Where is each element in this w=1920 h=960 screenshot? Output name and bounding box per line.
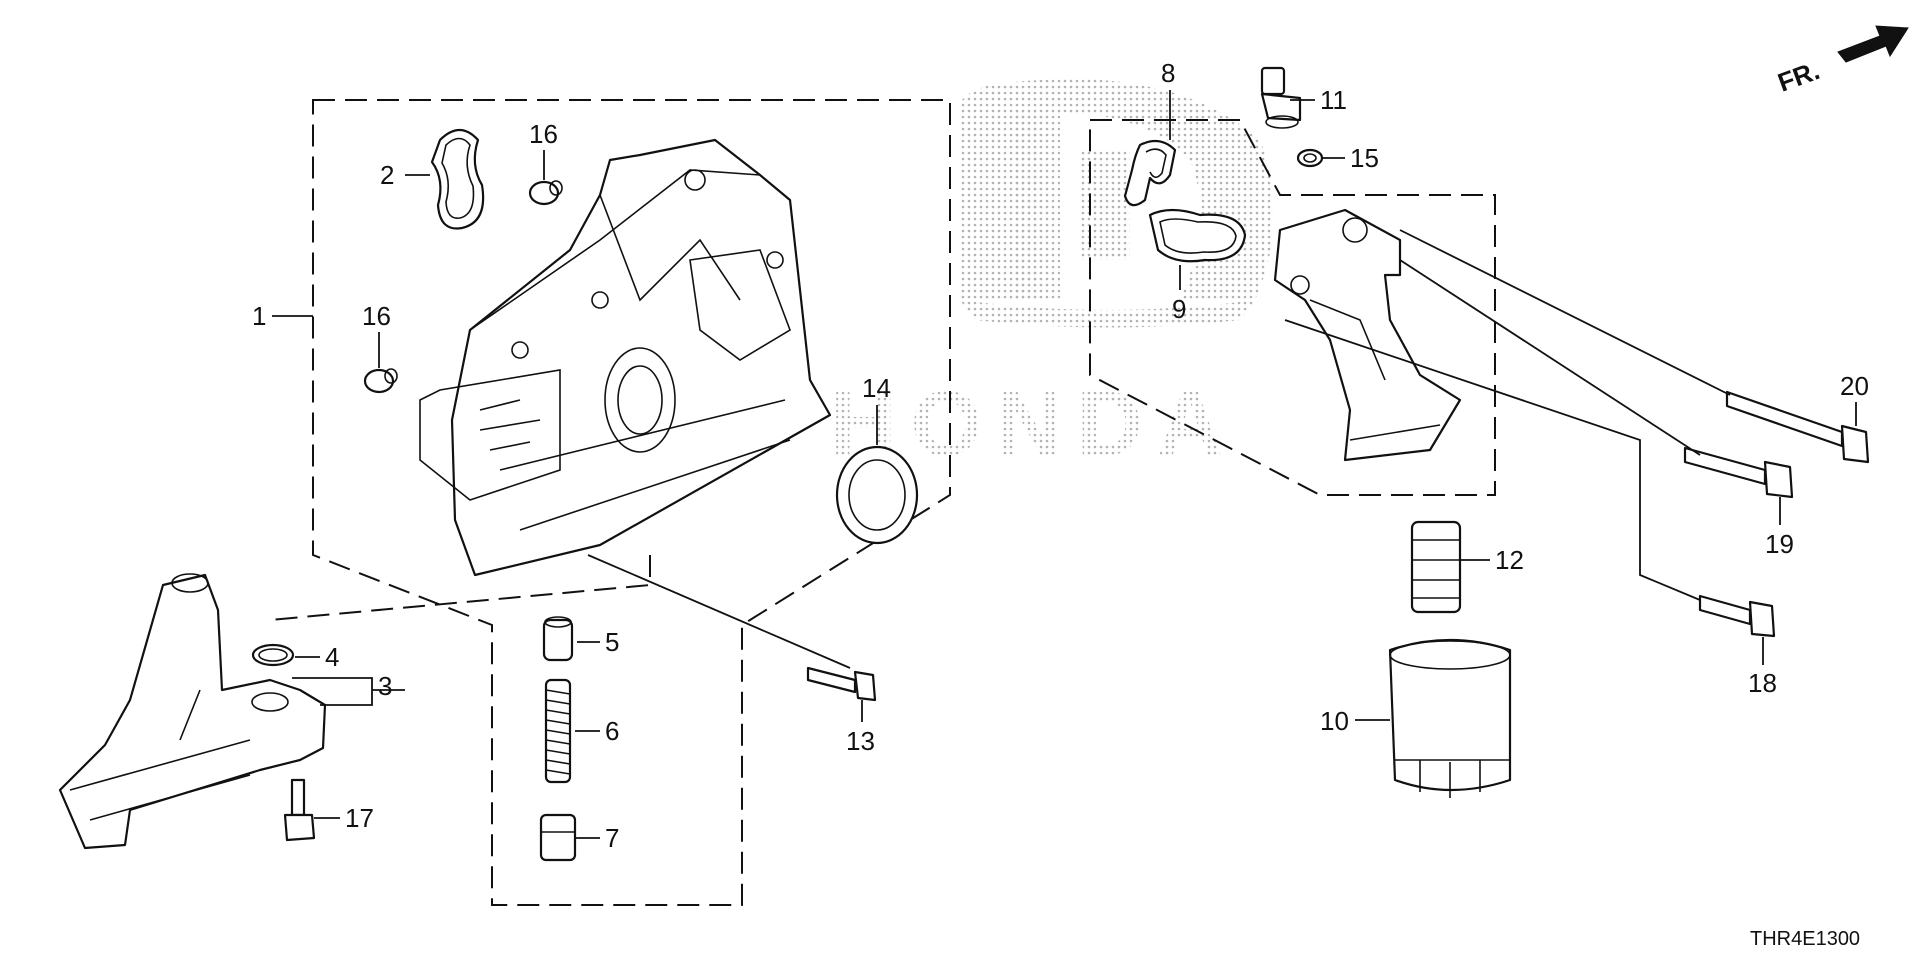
o-ring-part [251,643,295,667]
gasket-9-part [1148,208,1247,263]
oil-filter-part [1388,638,1512,798]
callout-17: 17 [345,803,374,833]
callout-4: 4 [325,642,339,672]
oil-pump-cover-part [419,138,832,577]
bolt-19-part [1683,446,1794,499]
callout-16-upper: 16 [529,119,558,149]
plug-part [539,813,577,862]
washer-part [1296,148,1324,168]
callout-5: 5 [605,627,619,657]
callout-13: 13 [846,726,875,756]
oil-filter-housing-part [1273,208,1462,462]
callout-12: 12 [1495,545,1524,575]
front-arrow-icon [1837,25,1909,63]
callout-11: 11 [1320,85,1347,115]
callout-14: 14 [862,373,891,403]
callout-9: 9 [1172,294,1186,324]
dowel-pin-upper-part [528,180,563,206]
callout-3: 3 [378,671,392,701]
bolt-20-part [1725,390,1870,464]
callout-20: 20 [1840,371,1869,401]
callout-16-lower: 16 [362,301,391,331]
group-boundary-strainer-link [269,555,651,621]
callout-labels: 1 2 3 4 5 6 7 8 9 10 11 12 13 14 15 16 1… [252,58,1869,853]
callout-2: 2 [380,160,394,190]
dowel-pin-lower-part [363,368,398,394]
callout-8: 8 [1161,58,1175,88]
oil-strainer-part [58,573,327,850]
relief-valve-part [542,616,574,662]
bolt-17-part [283,778,316,842]
oil-seal-part [835,445,919,545]
bolt-18-part [1698,594,1776,638]
gasket-part [430,128,485,230]
callout-19: 19 [1765,529,1794,559]
callout-15: 15 [1350,143,1379,173]
fr-label: FR. [1774,55,1824,98]
callout-18: 18 [1748,668,1777,698]
front-direction-indicator: FR. [1774,25,1909,98]
bolt-13-part [806,666,877,702]
callout-7: 7 [605,823,619,853]
callout-10: 10 [1320,706,1349,736]
drawing-code: THR4E1300 [1750,928,1860,950]
threaded-joint-part [1410,520,1462,614]
oil-pressure-sensor-part [1260,66,1302,129]
gasket-8-part [1123,139,1177,207]
honda-watermark: HONDA [830,79,1274,475]
callout-1: 1 [252,301,266,331]
leader-lines [272,90,1857,839]
relief-spring-part [544,678,572,784]
callout-6: 6 [605,716,619,746]
group-boundary-oil-filter-housing [1089,119,1496,496]
group-boundary-main [312,99,951,906]
